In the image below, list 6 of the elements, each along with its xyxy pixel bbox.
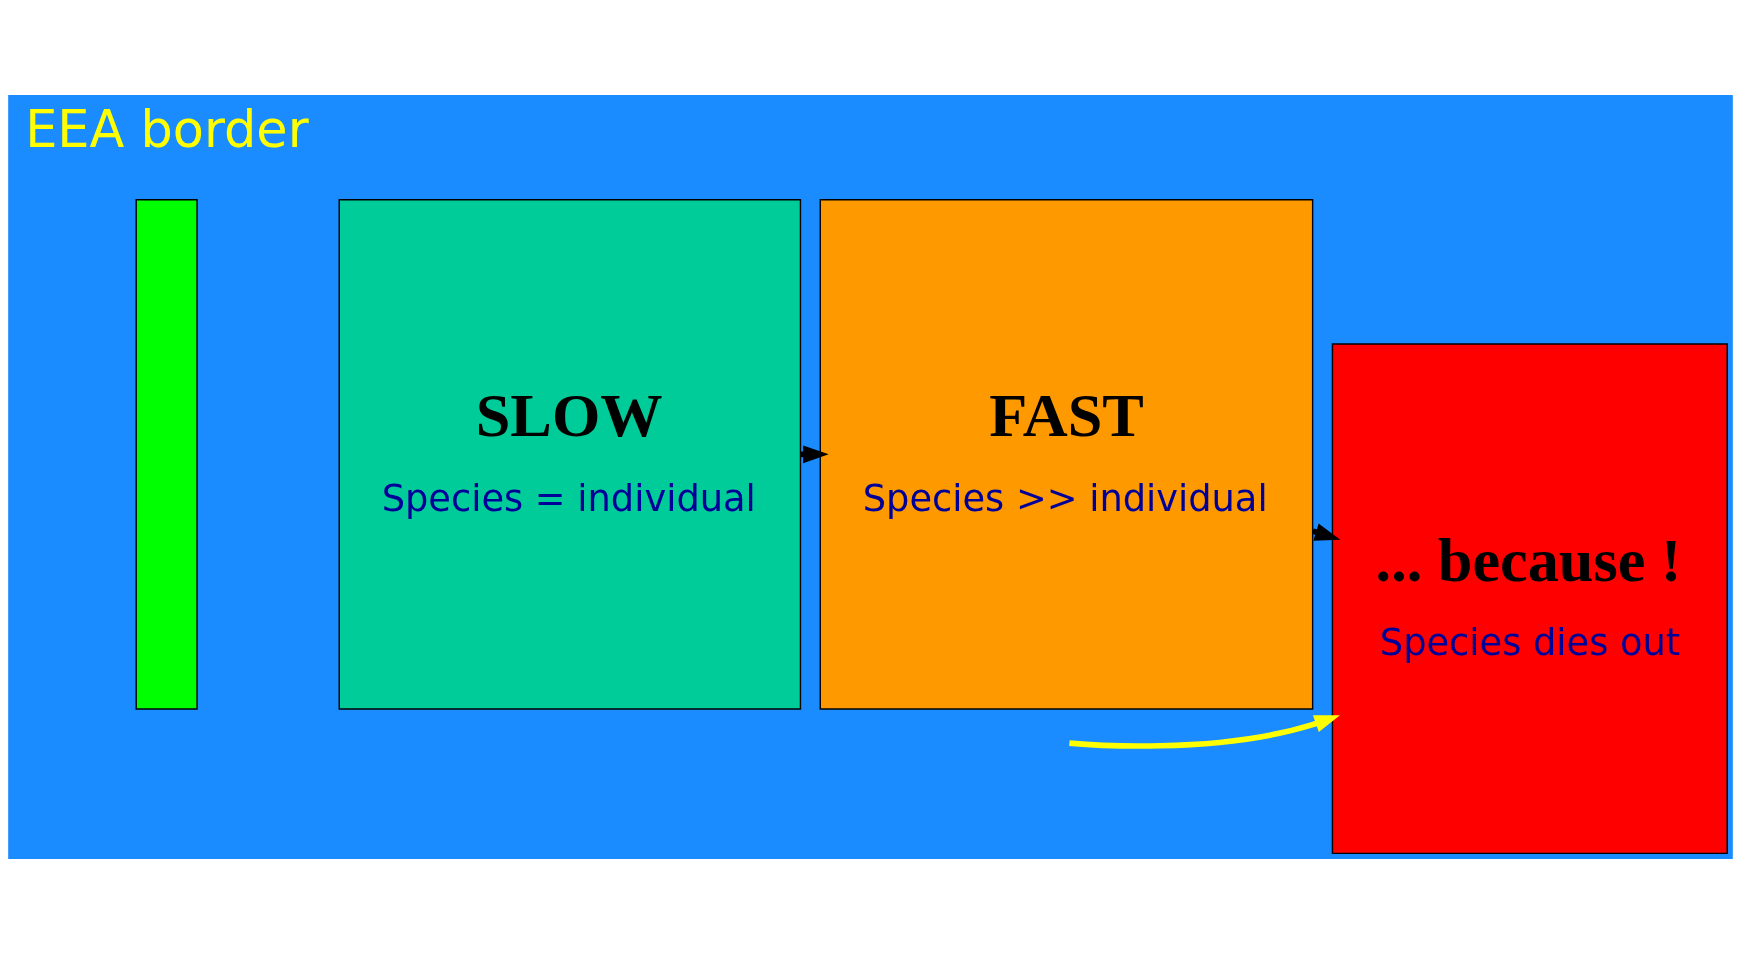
node-box: ... because ! Species dies out [1331,342,1728,854]
node-box: SLOW Species = individual [338,198,802,710]
node-bar [135,198,198,710]
label: EEA border [25,99,309,159]
arrow [1069,714,1340,749]
node-box: FAST Species >> individual [819,198,1314,710]
